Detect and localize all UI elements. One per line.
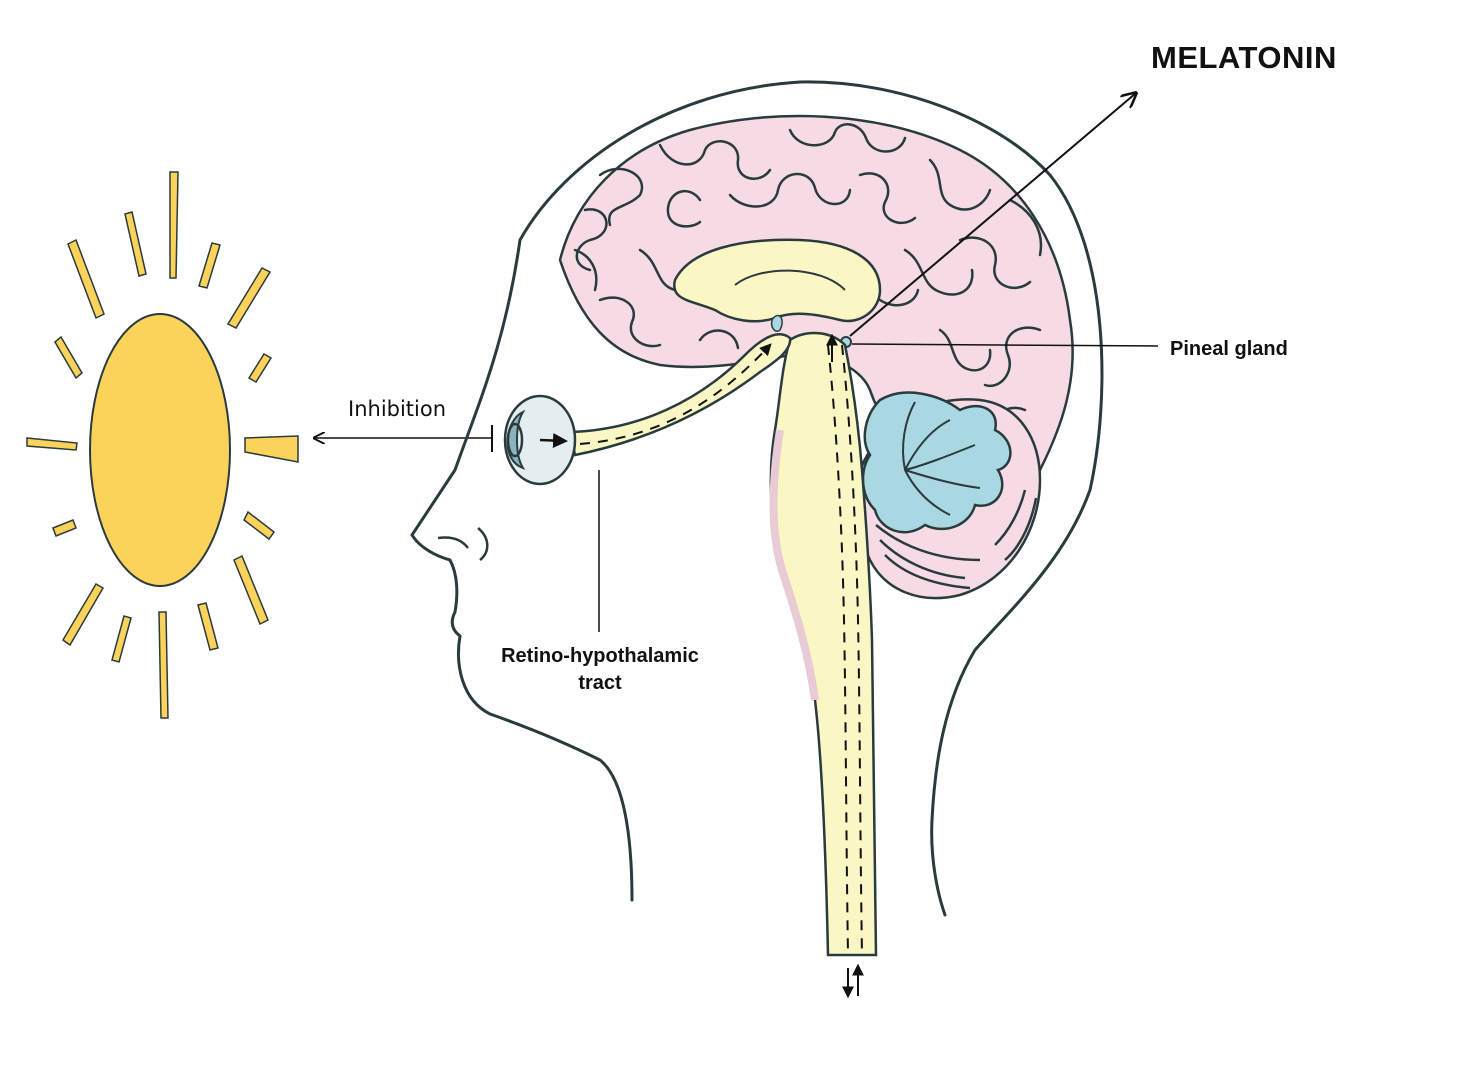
sun-icon: [26, 171, 299, 719]
melatonin-arrow: [849, 93, 1136, 337]
third-ventricle: [770, 314, 783, 332]
arbor-branches: [902, 401, 981, 516]
sun-rays: [26, 171, 299, 719]
brainstem: [769, 331, 878, 957]
pineal-pointer-line: [851, 343, 1159, 347]
arbor-vitae: [861, 391, 1012, 534]
retino-hypothalamic-tract: [568, 333, 792, 457]
sun-disc: [89, 313, 231, 587]
retino-hypothalamic-label: Retino-hypothalamic tract: [488, 643, 712, 697]
cerebellum: [856, 391, 1042, 600]
retino-label-line2: tract: [578, 672, 622, 694]
brain-gyri: [573, 123, 1043, 463]
eye-icon: [503, 394, 577, 486]
pineal-gland-label: Pineal gland: [1170, 338, 1288, 360]
cerebellum-folia: [875, 489, 1038, 590]
corpus-callosum: [672, 238, 882, 323]
nose-wing: [477, 527, 489, 561]
tract-dashes: [579, 343, 772, 445]
head-outline: [410, 80, 1104, 917]
fornix: [734, 269, 846, 291]
nostril: [437, 536, 469, 549]
inhibition-connector: [314, 425, 493, 452]
retino-label-line1: Retino-hypothalamic: [501, 645, 699, 667]
melatonin-label: MELATONIN: [1151, 40, 1337, 75]
spinal-arrows: [842, 963, 864, 999]
descending-dashes: [827, 344, 863, 956]
inhibition-label: Inhibition: [348, 397, 447, 421]
